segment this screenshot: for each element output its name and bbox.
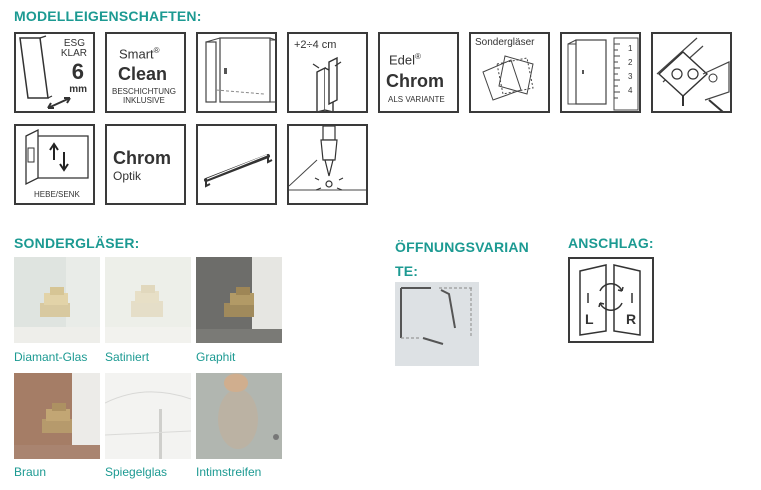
ruler-tick-4: 4 — [628, 86, 633, 95]
height-ruler-icon: 1 2 3 4 — [560, 32, 641, 113]
diamant-glass-image — [14, 257, 100, 343]
chrome-optic-icon: Chrom Optik — [105, 124, 186, 205]
glass-label-intimstreifen: Intimstreifen — [196, 465, 262, 479]
glass-drilling-icon — [287, 124, 368, 205]
intimstreifen-glass-image — [196, 373, 282, 459]
hinge-bracket-icon — [651, 32, 732, 113]
variant-label: ALS VARIANTE — [388, 95, 445, 104]
chrome-optic-sub: Optik — [113, 169, 142, 183]
thickness-value: 6 — [71, 59, 84, 84]
glass-label-diamant: Diamant-Glas — [14, 350, 88, 364]
opening-variant-heading-line2: TE: — [395, 263, 419, 279]
opening-variant-heading: ÖFFNUNGSVARIAN TE: — [395, 235, 529, 283]
special-glasses-heading: SONDERGLÄSER: — [14, 235, 140, 251]
smart-clean-icon: Smart® Clean BESCHICHTUNG INKLUSIVE — [105, 32, 186, 113]
ruler-tick-2: 2 — [628, 58, 633, 67]
satiniert-glass-image — [105, 257, 191, 343]
coating-label: BESCHICHTUNG — [112, 87, 177, 96]
edel-chrom-icon: Edel® Chrom ALS VARIANTE — [378, 32, 459, 113]
inclusive-label: INKLUSIVE — [123, 96, 165, 105]
glass-sample-spiegelglas[interactable] — [105, 373, 191, 459]
glass-sample-satiniert[interactable] — [105, 257, 191, 343]
hinge-left-label: L — [585, 311, 594, 327]
spiegelglas-image — [105, 373, 191, 459]
glass-label-satiniert: Satiniert — [105, 350, 150, 364]
special-glass-icon: Sondergläser — [469, 32, 550, 113]
thickness-unit: mm — [69, 84, 87, 95]
ruler-tick-3: 3 — [628, 72, 633, 81]
chrom-name: Chrom — [386, 71, 444, 91]
glass-sample-diamant[interactable] — [14, 257, 100, 343]
braun-glass-image — [14, 373, 100, 459]
special-glass-label: Sondergläser — [475, 37, 535, 48]
shower-frame-icon — [196, 32, 277, 113]
graphit-glass-image — [196, 257, 282, 343]
clean-name: Clean — [118, 64, 168, 84]
ruler-tick-1: 1 — [628, 44, 633, 53]
lift-lower-icon: HEBE/SENK — [14, 124, 95, 205]
width-adjust-icon: +2÷4 cm — [287, 32, 368, 113]
smart-brand: Smart® — [119, 46, 160, 62]
towel-bar-icon — [196, 124, 277, 205]
glass-sample-graphit[interactable] — [196, 257, 282, 343]
klar-label: KLAR — [60, 48, 87, 59]
glass-label-graphit: Graphit — [196, 350, 236, 364]
esg-6mm-icon: ESG KLAR 6 mm — [14, 32, 95, 113]
hinge-right-label: R — [626, 311, 637, 327]
glass-sample-braun[interactable] — [14, 373, 100, 459]
glass-label-spiegelglas: Spiegelglas — [105, 465, 168, 479]
chrome-optic-name: Chrom — [113, 148, 171, 168]
door-swing-icon — [579, 264, 641, 336]
door-opening-icon — [400, 287, 473, 345]
opening-variant-heading-line1: ÖFFNUNGSVARIAN — [395, 239, 529, 255]
features-heading: MODELLEIGENSCHAFTEN: — [14, 8, 202, 24]
glass-label-braun: Braun — [14, 465, 47, 479]
adjust-label: +2÷4 cm — [294, 39, 337, 51]
edel-brand: Edel® — [389, 52, 421, 68]
esg-label: ESG — [63, 38, 85, 49]
opening-variant-diagram[interactable] — [395, 282, 479, 366]
hinge-side-icon[interactable]: L R — [568, 257, 654, 343]
lift-lower-label: HEBE/SENK — [34, 190, 80, 199]
glass-pane-icon — [19, 35, 71, 109]
glass-sample-intimstreifen[interactable] — [196, 373, 282, 459]
hinge-side-heading: ANSCHLAG: — [568, 235, 654, 251]
